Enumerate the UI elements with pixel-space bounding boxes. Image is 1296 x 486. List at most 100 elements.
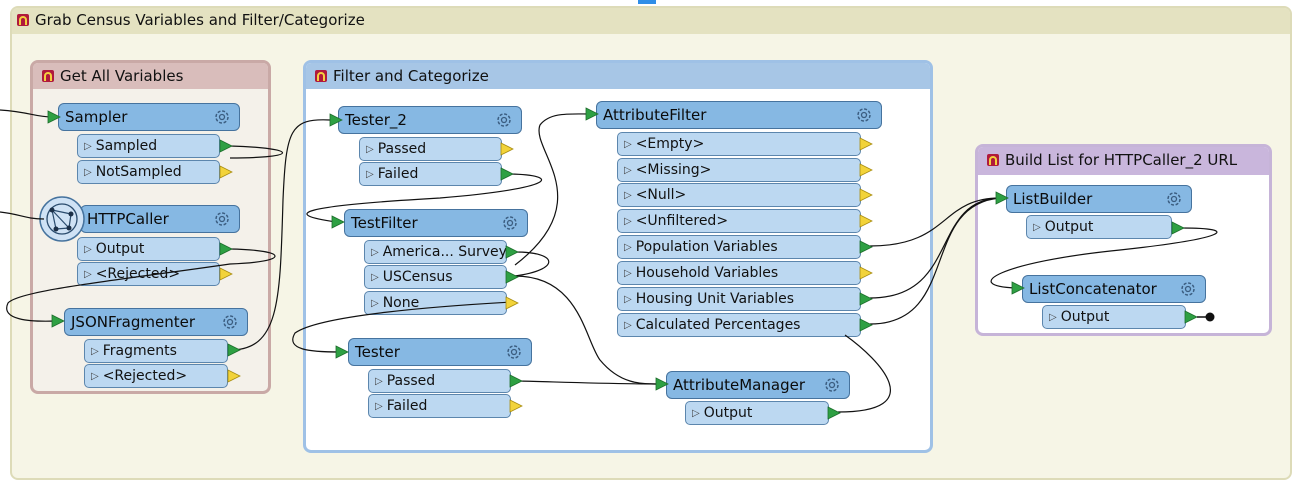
port-passed[interactable]: ▷Passed: [359, 137, 502, 161]
output-port-connected[interactable]: [505, 245, 519, 259]
transformer-jsonfragmenter[interactable]: JSONFragmenter: [64, 308, 248, 336]
port-sampled[interactable]: ▷Sampled: [77, 134, 220, 158]
gear-icon[interactable]: [855, 106, 873, 124]
gear-icon[interactable]: [501, 214, 519, 232]
connection-line[interactable]: [869, 197, 1001, 325]
port-household-variables[interactable]: ▷Household Variables: [617, 261, 861, 285]
gear-icon[interactable]: [213, 210, 231, 228]
port-output[interactable]: ▷Output: [77, 237, 220, 261]
connection-line[interactable]: [837, 334, 891, 413]
input-port-arrow[interactable]: [329, 113, 343, 127]
port-missing[interactable]: ▷<Missing>: [617, 158, 861, 182]
bookmark-header[interactable]: [33, 63, 268, 89]
transformer-listbuilder[interactable]: ListBuilder: [1006, 185, 1192, 213]
output-port-unconnected[interactable]: [219, 165, 233, 179]
output-port-unconnected[interactable]: [505, 296, 519, 310]
output-port-connected[interactable]: [509, 374, 523, 388]
output-port-unconnected[interactable]: [859, 266, 873, 280]
output-port-connected[interactable]: [1184, 310, 1198, 324]
output-port-connected[interactable]: [500, 167, 514, 181]
expand-icon: ▷: [91, 345, 99, 357]
input-port-arrow[interactable]: [1011, 281, 1025, 295]
port-output[interactable]: ▷Output: [1042, 305, 1186, 329]
output-port-unconnected[interactable]: [859, 163, 873, 177]
input-port-arrow[interactable]: [331, 215, 345, 229]
port-rejected[interactable]: ▷<Rejected>: [84, 364, 228, 388]
output-port-connected[interactable]: [827, 406, 841, 420]
gear-icon[interactable]: [495, 111, 513, 129]
output-port-connected[interactable]: [227, 343, 241, 357]
output-port-unconnected[interactable]: [859, 214, 873, 228]
port-label: Fragments: [102, 343, 177, 359]
input-port-arrow[interactable]: [47, 110, 61, 124]
port-output[interactable]: ▷Output: [1026, 215, 1172, 239]
port-null[interactable]: ▷<Null>: [617, 183, 861, 207]
port-fragments[interactable]: ▷Fragments: [84, 339, 228, 363]
expand-icon: ▷: [371, 246, 379, 258]
output-port-connected[interactable]: [859, 292, 873, 306]
connection-line[interactable]: [306, 173, 542, 223]
input-port-arrow[interactable]: [51, 314, 65, 328]
connection-line[interactable]: [292, 301, 513, 353]
port-notsampled[interactable]: ▷NotSampled: [77, 160, 220, 184]
gear-icon[interactable]: [823, 376, 841, 394]
gear-icon[interactable]: [213, 108, 231, 126]
output-port-connected[interactable]: [1171, 221, 1185, 235]
output-port-unconnected[interactable]: [859, 137, 873, 151]
connection-line[interactable]: [519, 380, 661, 385]
output-port-connected[interactable]: [219, 139, 233, 153]
output-port-unconnected[interactable]: [509, 399, 523, 413]
transformer-httpcaller[interactable]: HTTPCaller: [80, 205, 240, 233]
output-port-connected[interactable]: [505, 270, 519, 284]
connection-line[interactable]: [514, 113, 591, 266]
port-output[interactable]: ▷Output: [685, 401, 829, 425]
bookmark-header[interactable]: [306, 63, 930, 89]
port-label: Failed: [377, 166, 419, 182]
transformer-sampler[interactable]: Sampler: [58, 103, 240, 131]
input-port-arrow[interactable]: [335, 345, 349, 359]
port-uscensus[interactable]: ▷USCensus: [364, 265, 507, 289]
connection-line[interactable]: [0, 109, 53, 118]
gear-icon[interactable]: [505, 343, 523, 361]
port-failed[interactable]: ▷Failed: [368, 394, 511, 418]
output-port-connected[interactable]: [859, 240, 873, 254]
transformer-tester-2[interactable]: Tester_2: [338, 106, 522, 134]
transformer-tester[interactable]: Tester: [348, 338, 532, 366]
gear-icon[interactable]: [1179, 280, 1197, 298]
connection-line[interactable]: [990, 227, 1218, 289]
port-american-community-survey[interactable]: ▷America... Survey: [364, 240, 507, 264]
gear-icon[interactable]: [221, 313, 239, 331]
port-none[interactable]: ▷None: [364, 291, 507, 315]
output-port-connected[interactable]: [219, 242, 233, 256]
bookmark-header[interactable]: [12, 8, 1290, 34]
connection-line[interactable]: [229, 145, 283, 159]
output-port-unconnected[interactable]: [859, 188, 873, 202]
connection-line[interactable]: [514, 251, 550, 277]
output-port-unconnected[interactable]: [500, 142, 514, 156]
connection-line[interactable]: [229, 119, 331, 351]
input-port-arrow[interactable]: [585, 107, 599, 121]
output-port-connected[interactable]: [859, 318, 873, 332]
transformer-attributefilter[interactable]: AttributeFilter: [596, 101, 882, 129]
gear-icon[interactable]: [1165, 190, 1183, 208]
connection-line[interactable]: [514, 275, 661, 385]
bookmark-build-list[interactable]: Build List for HTTPCaller_2 URL: [975, 144, 1272, 336]
connection-line[interactable]: [869, 197, 1001, 299]
transformer-listconcatenator[interactable]: ListConcatenator: [1022, 275, 1206, 303]
output-port-unconnected[interactable]: [227, 369, 241, 383]
transformer-testfilter[interactable]: TestFilter: [344, 209, 528, 237]
port-empty[interactable]: ▷<Empty>: [617, 132, 861, 156]
bookmark-header[interactable]: [978, 147, 1269, 175]
connection-line[interactable]: [0, 211, 45, 220]
input-port-arrow[interactable]: [995, 191, 1009, 205]
connection-line[interactable]: [6, 248, 276, 322]
input-port-arrow[interactable]: [655, 377, 669, 391]
output-port-unconnected[interactable]: [219, 267, 233, 281]
connection-line[interactable]: [869, 197, 1001, 247]
port-population-variables[interactable]: ▷Population Variables: [617, 235, 861, 259]
port-calculated-percentages[interactable]: ▷Calculated Percentages: [617, 313, 861, 337]
expand-icon: ▷: [366, 143, 374, 155]
port-housing-unit-variables[interactable]: ▷Housing Unit Variables: [617, 287, 861, 311]
port-failed[interactable]: ▷Failed: [359, 162, 502, 186]
port-unfiltered[interactable]: ▷<Unfiltered>: [617, 209, 861, 233]
